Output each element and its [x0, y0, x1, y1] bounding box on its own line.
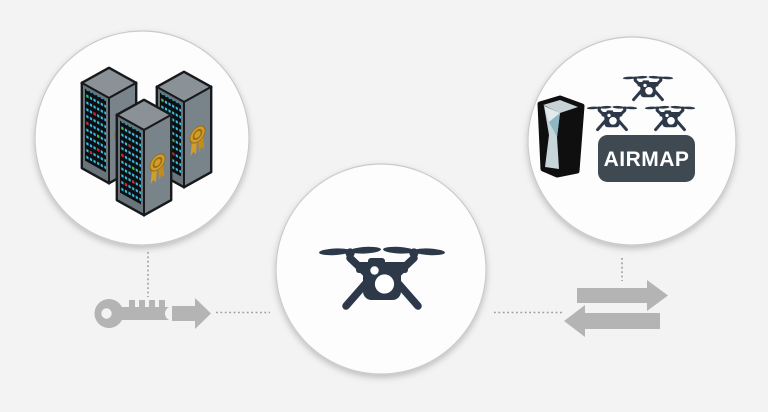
arrow-left-icon	[564, 305, 660, 337]
exchange-arrows	[564, 280, 668, 337]
key-icon	[94, 299, 170, 328]
server-rack-certified-icon	[115, 98, 173, 217]
arrow-right-icon	[172, 298, 211, 329]
airmap-badge-label: AIRMAP	[604, 148, 690, 171]
airmap-tower-icon	[537, 95, 585, 178]
airmap-badge: AIRMAP	[598, 135, 695, 182]
airmap-platform: AIRMAP	[537, 74, 697, 182]
arrow-right-icon	[577, 280, 668, 311]
key-auth-connector	[94, 298, 211, 329]
dotted-connectors	[147, 252, 623, 314]
